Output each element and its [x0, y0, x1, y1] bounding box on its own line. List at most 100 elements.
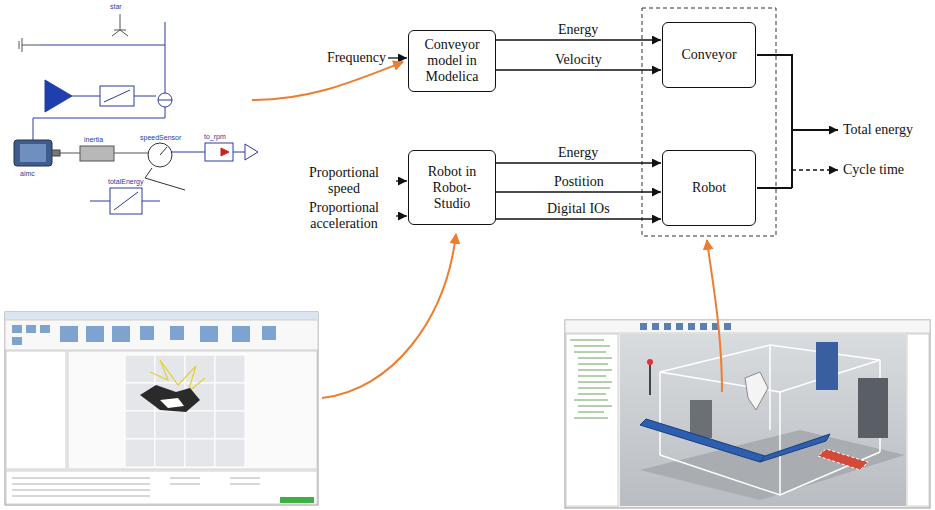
speed-sensor-symbol-part	[160, 147, 167, 155]
robotstudio-screenshot-part-part	[125, 439, 155, 467]
robotstudio-screenshot-part	[5, 312, 318, 320]
robot-cell-screenshot-part-part	[578, 364, 608, 365]
robotstudio-screenshot	[5, 312, 318, 505]
robotstudio-screenshot-part-part	[140, 326, 154, 340]
robotstudio-screenshot-part-part	[155, 355, 185, 383]
signal-line	[90, 201, 110, 202]
component-name: speedSensor	[140, 134, 181, 142]
component-name: star	[110, 3, 122, 11]
robotstudio-screenshot-part-part	[60, 326, 78, 342]
robotstudio-screenshot-part-part	[12, 484, 150, 485]
signal-line	[72, 96, 100, 97]
robot-cell-screenshot-part-part	[574, 346, 610, 347]
robot-cell-screenshot-part-part	[779, 392, 781, 495]
robotstudio-screenshot-part-part	[112, 326, 130, 342]
dashed-group-outline	[642, 8, 776, 236]
robot-cell-screenshot-part	[647, 359, 653, 365]
robot-cell-screenshot-part	[745, 372, 768, 410]
modelica-model	[14, 14, 258, 214]
robotstudio-screenshot-part-part	[185, 355, 215, 383]
component-name: to_rpm	[204, 133, 226, 141]
robot-cell-screenshot-part	[565, 320, 930, 333]
motor-symbol-part	[14, 140, 52, 166]
robotstudio-screenshot-part-part	[215, 439, 245, 467]
speed-sensor-symbol-part	[148, 143, 172, 167]
robotstudio-screenshot-part	[12, 478, 260, 496]
robot-cell-screenshot-part-part	[578, 370, 612, 371]
robot-cell-screenshot-part-part	[652, 323, 659, 330]
robot-cell-screenshot-part	[907, 334, 929, 506]
process-box: Conveyor model in Modelica	[408, 30, 496, 92]
vfc-block	[104, 90, 130, 102]
robotstudio-screenshot-part	[68, 351, 317, 469]
robot-cell-screenshot-part	[640, 430, 905, 500]
robotstudio-screenshot-part-part	[155, 411, 185, 439]
edge-label: Energy	[556, 145, 600, 161]
robot-cell-screenshot-part	[649, 365, 651, 395]
process-box: Conveyor	[662, 22, 756, 88]
signal-arrow	[496, 191, 661, 192]
to-rpm-block	[221, 148, 229, 156]
robotstudio-screenshot-part	[5, 320, 318, 350]
robotstudio-screenshot-part	[140, 385, 200, 412]
signal-arrow	[496, 39, 661, 40]
robotstudio-screenshot-part	[280, 497, 314, 503]
box-text: Robot	[692, 180, 726, 196]
signal-label: Frequency	[298, 50, 386, 66]
robotstudio-screenshot-part-part	[40, 325, 50, 333]
robotstudio-screenshot-part-part	[155, 439, 185, 467]
robotstudio-screenshot-part-part	[262, 326, 276, 340]
process-box: Robot in Robot-Studio	[408, 150, 496, 225]
robot-cell-screenshot-part-part	[659, 372, 661, 455]
ground-symbol	[19, 38, 40, 52]
total-energy-block	[110, 188, 142, 214]
signal-arrow	[496, 218, 661, 219]
robotstudio-screenshot-part	[6, 471, 317, 504]
signal-arrow	[496, 162, 661, 163]
signal-voltage-symbol	[158, 93, 172, 107]
robotstudio-screenshot-part-part	[215, 355, 245, 383]
input-arrow	[396, 215, 407, 216]
robotstudio-screenshot-part-part	[230, 484, 260, 485]
robot-cell-screenshot-part	[565, 320, 930, 508]
robot-cell-screenshot-part-part	[574, 418, 608, 419]
signal-label: Total energy	[843, 122, 933, 138]
robot-cell-screenshot-part-part	[578, 406, 612, 407]
robot-cell-screenshot-part	[566, 334, 618, 506]
motor-symbol-part	[20, 144, 46, 162]
signal-label: Proportional acceleration	[294, 200, 394, 232]
robot-cell-screenshot-part-part	[578, 382, 612, 383]
signal-line	[134, 96, 156, 97]
robot-cell-screenshot-part	[690, 400, 712, 438]
output-arrow-dashed	[792, 169, 838, 171]
star-symbol-part	[112, 30, 120, 36]
robot-cell-screenshot-part	[660, 345, 880, 495]
robotstudio-screenshot-part-part	[232, 326, 250, 342]
box-text: Conveyor model in Modelica	[415, 37, 489, 85]
robot-cell-screenshot-part	[818, 449, 868, 470]
robotstudio-screenshot-part-part	[215, 411, 245, 439]
motor-symbol	[14, 140, 60, 166]
robot-cell-screenshot-part-part	[570, 340, 604, 341]
to-rpm-block	[205, 143, 233, 161]
speed-sensor-symbol	[145, 143, 185, 190]
process-box: Robot	[662, 150, 756, 226]
robot-cell-screenshot-part-part	[688, 323, 695, 330]
star-symbol	[112, 14, 128, 36]
shaft	[60, 153, 80, 154]
output-arrow	[792, 129, 838, 131]
star-symbol-part	[120, 30, 128, 36]
robot-cell-screenshot-part	[570, 340, 612, 418]
box-text: Conveyor	[681, 47, 736, 63]
edge-label: Postition	[552, 174, 606, 190]
edge-label: Velocity	[553, 52, 604, 68]
output-triangle	[245, 144, 258, 160]
component-name: aimc	[20, 170, 35, 178]
box-text: Robot in Robot-Studio	[415, 164, 489, 212]
robotstudio-screenshot-part	[160, 398, 184, 408]
signal-line	[172, 152, 205, 153]
wire	[40, 45, 165, 46]
robot-cell-screenshot-part-part	[700, 323, 707, 330]
robotstudio-screenshot-part-part	[26, 325, 36, 333]
